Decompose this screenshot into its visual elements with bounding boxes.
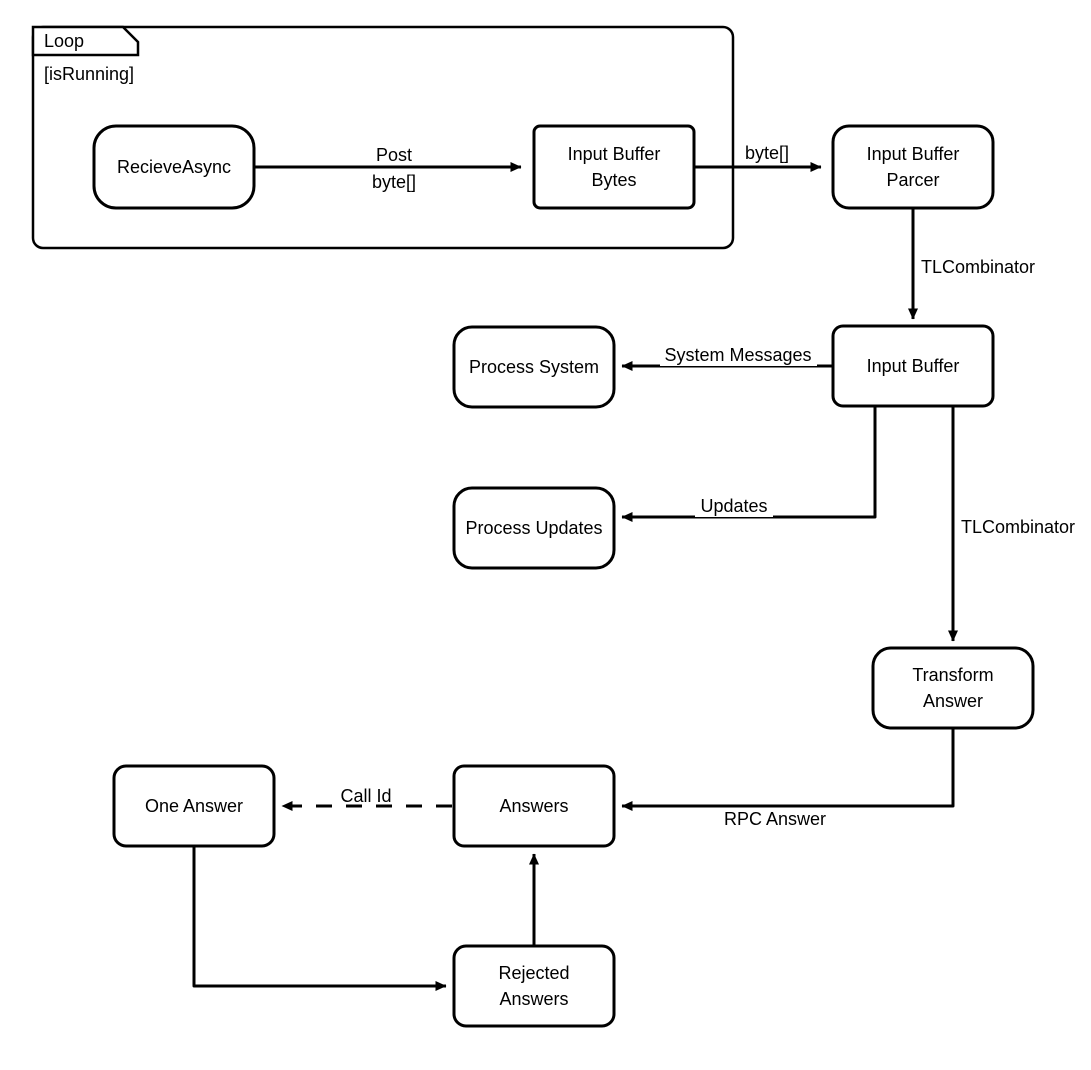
node-input-buffer-parcer-box[interactable] <box>831 124 995 210</box>
edge-updates-label: Updates <box>700 496 767 516</box>
node-transform-answer-label-line2: Answer <box>923 691 983 711</box>
node-transform-answer[interactable]: Transform Answer <box>871 646 1035 730</box>
edge-system-messages-label: System Messages <box>664 345 811 365</box>
node-recieve-async-box[interactable] <box>92 124 256 210</box>
loop-fragment: Loop [isRunning] <box>31 25 735 250</box>
node-rejected-answers-box[interactable] <box>452 944 616 1028</box>
node-input-buffer[interactable]: Input Buffer <box>831 324 995 408</box>
edge-rpc-answer-line <box>621 728 955 811</box>
node-rejected-answers[interactable]: Rejected Answers <box>452 944 616 1028</box>
edge-system-messages: System Messages <box>621 344 833 371</box>
edge-post-bytearray-label1-bg <box>354 142 436 165</box>
node-input-buffer-bytes[interactable]: Input Buffer Bytes <box>532 124 696 210</box>
edge-tlcombinator-bottom: TLCombinator <box>948 405 1075 642</box>
node-answers-box[interactable] <box>452 764 616 848</box>
node-input-buffer-parcer[interactable]: Input Buffer Parcer <box>831 124 995 210</box>
node-process-system-label: Process System <box>469 357 599 377</box>
node-process-updates-label: Process Updates <box>465 518 602 538</box>
node-recieve-async[interactable]: RecieveAsync <box>92 124 256 210</box>
edge-one-answer-to-rejected-line <box>192 846 447 991</box>
node-transform-answer-label-line1: Transform <box>912 665 993 685</box>
edge-post-bytearray-label-line2: byte[] <box>372 172 416 192</box>
loop-fragment-border <box>31 25 735 250</box>
node-one-answer-label: One Answer <box>145 796 243 816</box>
edge-post-bytearray-label2-bg <box>354 170 436 193</box>
node-input-buffer-bytes-label-line1: Input Buffer <box>568 144 661 164</box>
node-input-buffer-bytes-box[interactable] <box>532 124 696 210</box>
edge-bytearray: byte[] <box>694 141 822 172</box>
edge-rpc-answer-label: RPC Answer <box>724 809 826 829</box>
loop-fragment-title: Loop <box>44 31 84 51</box>
node-process-system[interactable]: Process System <box>452 325 616 409</box>
node-input-buffer-parcer-label-line2: Parcer <box>886 170 939 190</box>
node-answers-label: Answers <box>499 796 568 816</box>
node-rejected-answers-label-line1: Rejected <box>498 963 569 983</box>
edge-call-id-label: Call Id <box>340 786 391 806</box>
edge-tlcombinator-bottom-label: TLCombinator <box>961 517 1075 537</box>
node-input-buffer-bytes-label-line2: Bytes <box>591 170 636 190</box>
edge-updates: Updates <box>621 405 877 522</box>
edge-bytearray-label-bg <box>737 141 797 163</box>
node-process-updates-box[interactable] <box>452 486 616 570</box>
edge-updates-label-bg <box>695 495 773 517</box>
node-rejected-answers-label-line2: Answers <box>499 989 568 1009</box>
node-one-answer-box[interactable] <box>112 764 276 848</box>
edge-call-id: Call Id <box>281 786 452 811</box>
edge-post-bytearray-label-line1: Post <box>376 145 412 165</box>
edge-bytearray-label: byte[] <box>745 143 789 163</box>
node-process-system-box[interactable] <box>452 325 616 409</box>
node-input-buffer-label: Input Buffer <box>867 356 960 376</box>
node-input-buffer-box[interactable] <box>831 324 995 408</box>
loop-fragment-guard: [isRunning] <box>44 64 134 84</box>
loop-fragment-tab <box>31 25 140 57</box>
node-input-buffer-parcer-label-line1: Input Buffer <box>867 144 960 164</box>
edge-one-answer-to-rejected <box>192 846 447 991</box>
edge-post-bytearray: Post byte[] <box>254 142 522 193</box>
node-process-updates[interactable]: Process Updates <box>452 486 616 570</box>
edge-system-messages-label-bg <box>660 344 817 366</box>
edge-tlcombinator-top-label: TLCombinator <box>921 257 1035 277</box>
node-transform-answer-box[interactable] <box>871 646 1035 730</box>
node-recieve-async-label: RecieveAsync <box>117 157 231 177</box>
node-one-answer[interactable]: One Answer <box>112 764 276 848</box>
node-answers[interactable]: Answers <box>452 764 616 848</box>
edge-rpc-answer: RPC Answer <box>621 728 955 829</box>
edge-tlcombinator-top: TLCombinator <box>908 208 1035 320</box>
